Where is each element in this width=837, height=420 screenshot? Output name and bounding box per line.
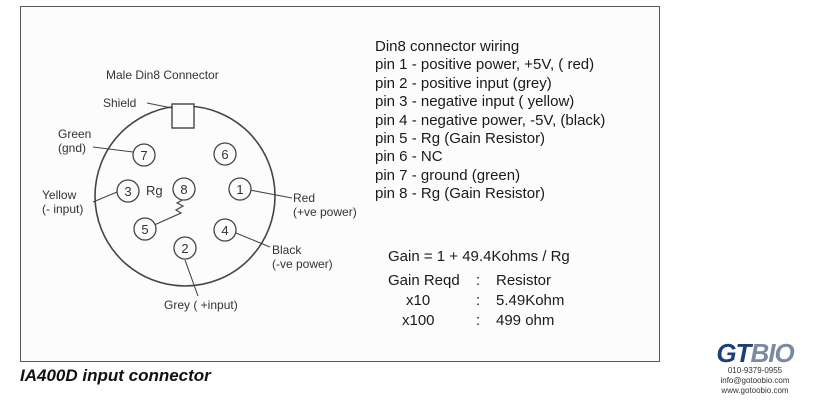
svg-text:2: 2 xyxy=(181,241,188,256)
svg-text:3: 3 xyxy=(124,184,131,199)
grey-label: Grey ( +input) xyxy=(164,298,238,312)
wiring-line: pin 8 - Rg (Gain Resistor) xyxy=(375,185,546,203)
gain-row: x100 : 499 ohm xyxy=(388,311,570,331)
figure-caption: IA400D input connector xyxy=(20,366,211,385)
black-label: Black xyxy=(272,243,302,257)
gain-sep: : xyxy=(476,292,481,309)
gain-header-left: Gain Reqd xyxy=(388,272,460,289)
green-label: Green xyxy=(58,127,92,141)
gtbio-logo: GTBIO 010-9379-0955 info@gotoobio.com ww… xyxy=(700,340,810,396)
wiring-line: pin 2 - positive input (grey) xyxy=(375,74,552,92)
logo-mark: GTBIO xyxy=(700,340,810,366)
gain-resistor: 499 ohm xyxy=(496,312,555,329)
svg-text:6: 6 xyxy=(221,147,228,162)
wiring-list: Din8 connector wiring pin 1 - positive p… xyxy=(375,38,605,204)
wiring-line: pin 4 - negative power, -5V, (black) xyxy=(375,111,606,129)
svg-text:7: 7 xyxy=(140,148,147,163)
pin-6: 6 xyxy=(213,142,237,166)
connector-title: Male Din8 Connector xyxy=(106,68,219,82)
logo-web: www.gotoobio.com xyxy=(721,386,789,395)
black-sublabel: (-ve power) xyxy=(272,257,333,271)
gain-resistor: 5.49Kohm xyxy=(496,292,565,309)
gain-header-row: Gain Reqd : Resistor xyxy=(388,271,570,291)
gain-table: Gain = 1 + 49.4Kohms / Rg Gain Reqd : Re… xyxy=(388,247,570,331)
logo-phone: 010-9379-0955 xyxy=(727,366,783,375)
logo-mark-bio: BIO xyxy=(750,338,794,368)
pin-2: 2 xyxy=(173,236,197,260)
red-label: Red xyxy=(293,191,316,205)
gain-header-right: Resistor xyxy=(496,272,552,289)
red-sublabel: (+ve power) xyxy=(293,205,357,219)
pin-3: 3 xyxy=(116,179,140,203)
gain-header-sep: : xyxy=(476,272,481,289)
wiring-line: pin 6 - NC xyxy=(375,148,443,166)
gain-sep: : xyxy=(476,312,481,329)
rg-label: Rg xyxy=(146,183,163,198)
wiring-title: Din8 connector wiring xyxy=(375,38,520,55)
shield-key xyxy=(171,103,195,129)
yellow-sublabel: (- input) xyxy=(42,202,84,216)
wiring-line: pin 5 - Rg (Gain Resistor) xyxy=(375,130,546,148)
wiring-line: pin 3 - negative input ( yellow) xyxy=(375,93,575,111)
gain-value: x10 xyxy=(406,292,431,309)
yellow-label: Yellow xyxy=(42,188,77,202)
svg-text:5: 5 xyxy=(141,222,148,237)
gain-formula: Gain = 1 + 49.4Kohms / Rg xyxy=(388,248,570,265)
pin-1: 1 xyxy=(228,177,252,201)
pin-5: 5 xyxy=(133,217,157,241)
pin-8: 8 xyxy=(172,177,196,201)
pin-7: 7 xyxy=(132,143,156,167)
gain-row: x10 : 5.49Kohm xyxy=(388,291,570,311)
gain-value: x100 xyxy=(402,312,435,329)
wiring-line: pin 1 - positive power, +5V, ( red) xyxy=(375,56,595,74)
svg-text:8: 8 xyxy=(180,182,187,197)
logo-mark-gt: GT xyxy=(716,338,751,368)
svg-text:4: 4 xyxy=(221,223,228,238)
pin-4: 4 xyxy=(213,218,237,242)
wiring-line: pin 7 - ground (green) xyxy=(375,166,521,184)
svg-text:1: 1 xyxy=(236,182,243,197)
shield-label: Shield xyxy=(103,96,137,110)
green-sublabel: (gnd) xyxy=(58,141,87,155)
logo-email: info@gotoobio.com xyxy=(720,376,790,385)
